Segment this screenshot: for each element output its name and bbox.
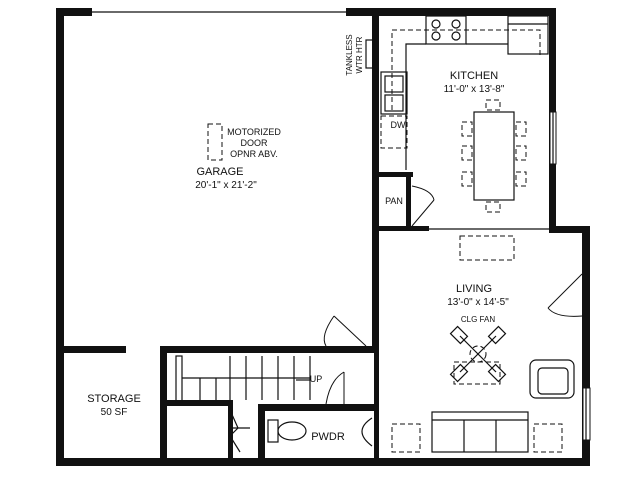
side-table-left [391, 423, 421, 453]
motorized-note-line1: MOTORIZED [227, 127, 281, 137]
lavatory [361, 417, 373, 447]
garage-door-swing [323, 315, 367, 347]
pan-label: PAN [385, 196, 403, 206]
armchair [529, 359, 575, 399]
walls [56, 8, 590, 466]
staircase [175, 355, 311, 453]
side-table-right [533, 423, 563, 453]
storage-dims: 50 SF [101, 407, 128, 418]
pantry-door-swing [411, 185, 435, 227]
garage-door-opener [207, 123, 223, 161]
kitchen-label: KITCHEN [450, 70, 498, 82]
dining-table [461, 99, 527, 213]
sofa [431, 411, 529, 453]
living-door-swing [547, 273, 583, 317]
kitchen-dims: 11'-0" x 13'-8" [444, 84, 505, 95]
kitchen-counters [380, 15, 549, 170]
ceiling-fan-icon [449, 325, 507, 385]
tankless-water-heater [365, 39, 375, 69]
windows [549, 111, 591, 441]
garage-label: GARAGE [196, 166, 243, 178]
tankless-label-line2: WTR HTR [355, 36, 364, 73]
dw-label: DW [391, 120, 406, 130]
pwdr-label: PWDR [311, 431, 345, 443]
tv-console [459, 235, 515, 261]
living-label: LIVING [456, 283, 492, 295]
stair-door-swing [325, 371, 345, 405]
up-label: UP [310, 374, 323, 384]
motorized-note-line2: DOOR [241, 138, 269, 148]
clg-fan-label: CLG FAN [461, 315, 495, 324]
storage-label: STORAGE [87, 393, 141, 405]
tankless-label-line1: TANKLESS [345, 34, 354, 75]
motorized-note-line3: OPNR ABV. [230, 149, 278, 159]
living-dims: 13'-0" x 14'-5" [447, 297, 509, 308]
toilet [267, 419, 307, 443]
garage-dims: 20'-1" x 21'-2" [195, 180, 257, 191]
